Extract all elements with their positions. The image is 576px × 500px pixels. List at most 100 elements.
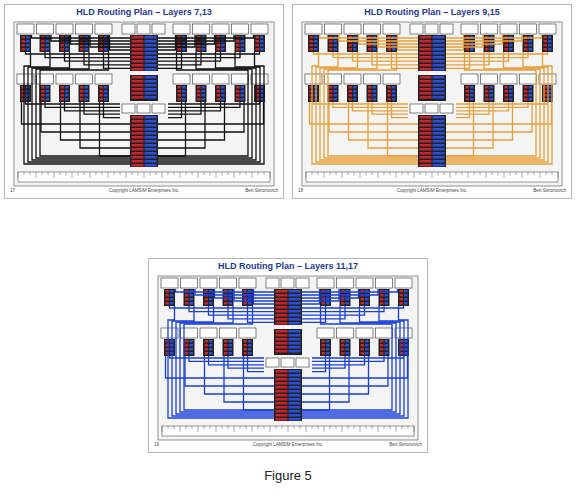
routing-trace [32,35,131,38]
routing-trace [302,356,330,410]
routing-trace [176,289,275,292]
routing-trace [209,306,275,315]
routing-trace [302,306,365,315]
routing-trace [158,52,201,65]
routing-trace [312,356,326,372]
routing-trace [446,35,522,41]
routing-trace [244,356,275,410]
routing-trace [185,356,274,386]
copyright-note: Copyright LAMSIM Enterprises Inc. [397,189,467,194]
routing-trace [446,52,548,54]
routing-trace [302,306,404,308]
routing-trace [302,289,339,301]
routing-trace [158,52,240,58]
routing-trace [446,52,540,158]
routing-trace [320,35,419,38]
routing-trace [368,102,418,148]
slide-panel: HLD Routing Plan – Layers 11,17 [148,258,428,453]
backplane-drawing [302,22,562,186]
routing-trace [168,306,274,418]
routing-trace [168,102,221,111]
routing-trace [158,52,221,61]
routing-trace [302,356,369,394]
routing-trace [398,35,419,50]
routing-trace [158,35,254,38]
copyright-note: Copyright LAMSIM Enterprises Inc. [109,189,179,194]
routing-trace [310,102,419,124]
routing-trace [158,52,260,54]
routing-trace [32,52,130,160]
routing-trace [189,356,264,361]
routing-trace [184,306,274,410]
routing-trace [84,52,130,65]
routing-trace [446,102,474,156]
routing-trace [446,52,470,68]
author-note: Bert Simonovich [533,189,566,194]
routing-trace [158,35,215,44]
routing-trace [158,102,186,156]
routing-trace [392,102,409,118]
routing-trace [302,306,392,410]
routing-trace [456,102,470,118]
routing-trace [446,102,513,140]
routing-trace [158,52,256,160]
routing-trace [26,52,131,54]
routing-trace [446,52,548,162]
routing-trace [302,306,384,312]
routing-trace [446,52,509,61]
routing-trace [446,35,503,44]
routing-trace [446,52,552,164]
slide-title: HLD Routing Plan – Layers 9,15 [293,7,571,17]
routing-trace [41,102,130,132]
routing-trace [166,356,275,378]
slide-title: HLD Routing Plan – Layers 7,13 [5,7,283,17]
routing-trace [302,306,400,414]
routing-trace [328,52,418,156]
routing-trace [446,52,544,160]
routing-trace [333,102,408,107]
routing-trace [170,306,275,308]
routing-trace [110,35,131,50]
routing-trace [314,52,419,54]
routing-trace [65,102,121,111]
routing-trace [80,102,130,148]
routing-trace [302,289,320,304]
routing-trace [84,102,120,114]
routing-trace [45,102,120,107]
routing-trace [158,52,264,164]
backplane-drawing [158,276,418,440]
copyright-note: Copyright LAMSIM Enterprises Inc. [253,443,323,448]
routing-trace [302,356,349,402]
author-note: Bert Simonovich [245,189,278,194]
routing-trace [61,102,131,140]
routing-trace [456,102,489,114]
routing-trace [302,289,398,292]
routing-trace [446,35,542,38]
routing-trace [312,52,418,164]
routing-trace [302,289,378,295]
routing-trace [446,102,532,132]
routing-trace [302,306,345,319]
routing-trace [158,52,260,162]
routing-trace [446,52,489,65]
routing-trace [302,306,408,418]
routing-trace [176,306,274,414]
routing-trace [100,102,131,156]
routing-trace [36,52,130,158]
routing-trace [158,35,195,47]
routing-trace [168,102,201,114]
routing-trace [168,102,240,107]
routing-trace [302,306,396,412]
backplane-drawing [14,22,274,186]
routing-trace [228,356,264,368]
page-number: 19 [154,443,159,448]
routing-trace [302,306,404,416]
routing-trace [320,52,418,160]
routing-trace [372,102,408,114]
routing-trace [333,52,418,58]
routing-trace [24,52,130,164]
page-number: 17 [10,189,15,194]
routing-trace [45,52,130,58]
routing-trace [209,356,265,365]
routing-trace [372,52,418,65]
